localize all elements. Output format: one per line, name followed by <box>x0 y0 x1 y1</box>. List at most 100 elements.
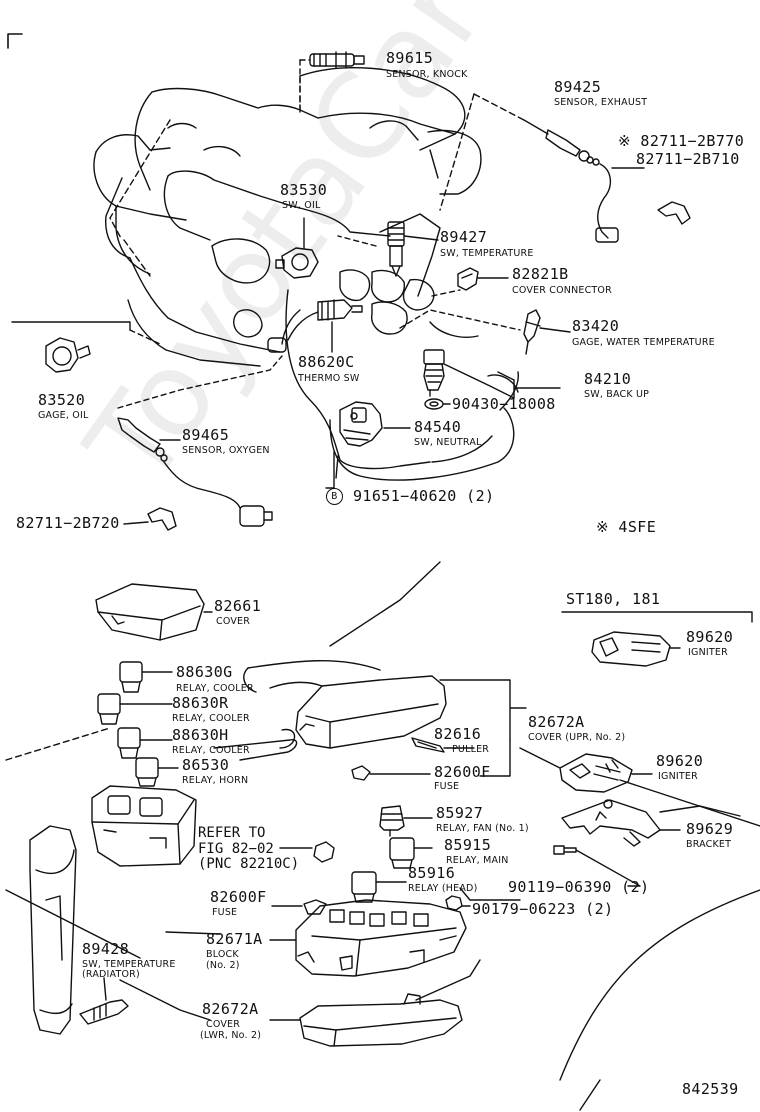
callout-clip-o2-number: 82711−2B720 <box>16 514 120 532</box>
callout-puller-number: 82616 <box>434 725 482 743</box>
callout-gage-oil-number: 83520 <box>38 391 86 409</box>
callout-cover-conn-desc: COVER CONNECTOR <box>512 285 612 296</box>
callout-relay-g-number: 88630G <box>176 663 233 681</box>
callout-temp-rad-number: 89428 <box>82 940 130 958</box>
callout-gage-water-number: 83420 <box>572 317 620 335</box>
callout-cover-conn-number: 82821B <box>512 265 569 283</box>
callout-puller-desc: PULLER <box>452 744 490 755</box>
callout-temp-rad-desc: SW, TEMPERATURE <box>82 959 176 970</box>
callout-fuse-a-desc: FUSE <box>434 781 460 792</box>
callout-relay-head-desc: RELAY (HEAD) <box>408 883 478 894</box>
callout-cover-upr-desc: COVER (UPR, No. 2) <box>528 732 626 743</box>
callout-cover-lwr-number: 82672A <box>202 1000 259 1018</box>
callout-block-desc: BLOCK <box>206 949 239 960</box>
callout-knock-desc: SENSOR, KNOCK <box>386 69 468 80</box>
callout-relay-horn-desc: RELAY, HORN <box>182 775 249 786</box>
callout-fuse-b-desc: FUSE <box>212 907 238 918</box>
callout-knock-number: 89615 <box>386 49 434 67</box>
igniter-st180 <box>591 631 671 667</box>
callout-gasket-number: 90430−18008 <box>452 395 556 413</box>
relay-fan <box>379 805 405 837</box>
water-temp-gage <box>523 309 541 355</box>
callout-thermo-desc: THERMO SW <box>298 373 360 384</box>
callout-nut-number: 90179−06223 (2) <box>472 900 614 918</box>
callout-fuse-a-number: 82600F <box>434 763 491 781</box>
relay-horn <box>135 757 179 787</box>
callout-bracket-desc: BRACKET <box>686 839 732 850</box>
callout-relay-h-desc: RELAY, COOLER <box>172 745 250 756</box>
temperature-switch <box>387 221 405 277</box>
fuse-upper <box>351 765 371 781</box>
nut-90179 <box>445 895 463 911</box>
refer-line2: FIG 82−02 <box>198 841 274 857</box>
callout-temp-rad-desc2: (RADIATOR) <box>82 969 140 980</box>
thermo-switch <box>267 299 363 353</box>
callout-fuse-b-number: 82600F <box>210 888 267 906</box>
callout-backup-desc: SW, BACK UP <box>584 389 650 400</box>
callout-temp-sw-desc: SW, TEMPERATURE <box>440 248 534 259</box>
fuse-cover-top <box>95 583 205 641</box>
callout-gage-water-desc: GAGE, WATER TEMPERATURE <box>572 337 715 348</box>
callout-relay-main-number: 85915 <box>444 836 492 854</box>
callout-cover-lwr-desc2: (LWR, No. 2) <box>200 1030 262 1041</box>
puller-tool <box>411 737 445 753</box>
callout-relay-h-number: 88630H <box>172 726 229 744</box>
exhaust-sensor <box>523 119 619 243</box>
refer-line3: (PNC 82210C) <box>198 856 300 872</box>
cover-connector <box>457 267 479 291</box>
callout-block-desc2: (No. 2) <box>206 960 240 971</box>
oil-switch <box>275 247 319 279</box>
callout-relay-fan-number: 85927 <box>436 804 484 822</box>
callout-exhaust-number: 89425 <box>554 78 602 96</box>
callout-oil-sw-number: 83530 <box>280 181 328 199</box>
callout-cover-top-number: 82661 <box>214 597 262 615</box>
callout-relay-fan-desc: RELAY, FAN (No. 1) <box>436 823 529 834</box>
callout-oxygen-desc: SENSOR, OXYGEN <box>182 445 270 456</box>
callout-clip-exh-a-number: ※ 82711−2B770 <box>618 132 745 150</box>
callout-temp-sw-number: 89427 <box>440 228 488 246</box>
callout-relay-r-desc: RELAY, COOLER <box>172 713 250 724</box>
callout-cover-top-desc: COVER <box>216 616 251 627</box>
igniter-bracket <box>561 799 661 847</box>
relay-88630g <box>119 661 173 693</box>
refer-line1: REFER TO <box>198 825 266 841</box>
radiator-temp-switch <box>79 999 129 1025</box>
callout-oil-sw-desc: SW, OIL <box>282 200 321 211</box>
relay-88630h <box>117 727 173 759</box>
callout-relay-horn-number: 86530 <box>182 756 230 774</box>
relay-88630r <box>97 693 173 725</box>
radiator <box>29 825 77 1035</box>
callout-cover-lwr-desc: COVER <box>206 1019 241 1030</box>
callout-thermo-number: 88620C <box>298 353 355 371</box>
relay-main <box>389 837 415 869</box>
callout-backup-number: 84210 <box>584 370 632 388</box>
fuse-block <box>295 899 467 977</box>
callout-gage-oil-desc: GAGE, OIL <box>38 410 89 421</box>
fuse-cover-lower <box>299 993 463 1047</box>
variant-note: ※ 4SFE <box>596 518 657 536</box>
fuse-lower <box>303 899 327 915</box>
oxygen-sensor <box>117 417 273 527</box>
igniter-lower <box>559 753 633 793</box>
knock-sensor <box>309 51 365 69</box>
callout-neutral-desc: SW, NEUTRAL <box>414 437 482 448</box>
callout-igniter-b-number: 89620 <box>656 752 704 770</box>
callout-cover-upr-number: 82672A <box>528 713 585 731</box>
bolt-badge: B <box>326 488 343 505</box>
fuse-cover-upper <box>269 675 447 749</box>
callout-clip-exh-b-number: 82711−2B710 <box>636 150 740 168</box>
callout-neutral-number: 84540 <box>414 418 462 436</box>
callout-relay-g-desc: RELAY, COOLER <box>176 683 254 694</box>
callout-relay-head-number: 85916 <box>408 864 456 882</box>
callout-relay-main-desc: RELAY, MAIN <box>446 855 509 866</box>
oil-gage <box>45 337 91 373</box>
callout-bracket-number: 89629 <box>686 820 734 838</box>
screw-90119 <box>553 845 577 855</box>
relay-box <box>91 785 197 867</box>
callout-exhaust-desc: SENSOR, EXHAUST <box>554 97 648 108</box>
callout-block-number: 82671A <box>206 930 263 948</box>
callout-screw-number: 90119−06390 (2) <box>508 878 650 896</box>
figure-number: 842539 <box>682 1080 739 1098</box>
